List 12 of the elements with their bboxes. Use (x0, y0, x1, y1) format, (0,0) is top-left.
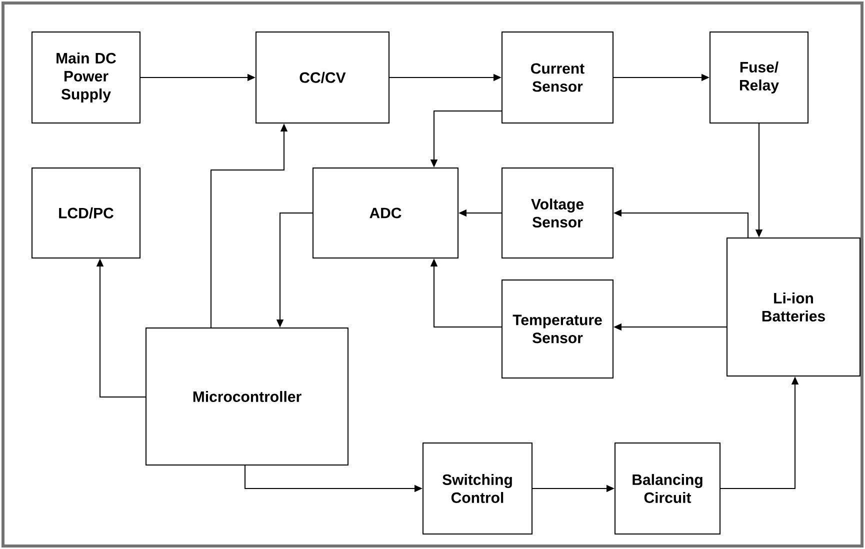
block-box: LCD/PC (32, 168, 140, 258)
block-box: Balancing Circuit (614, 442, 720, 534)
block-box: Microcontroller (146, 328, 348, 466)
block-box: Main DC Power Supply (32, 32, 140, 124)
block-box: Fuse/ Relay (710, 32, 808, 124)
block-box: Li-ion Batteries (726, 238, 860, 376)
block-box: Switching Control (422, 442, 532, 534)
block-box: Voltage Sensor (502, 168, 614, 258)
block-box: ADC (312, 168, 458, 258)
block-box: CC/CV (256, 32, 390, 124)
block-box: Temperature Sensor (502, 280, 614, 378)
block-box: Current Sensor (502, 32, 614, 124)
